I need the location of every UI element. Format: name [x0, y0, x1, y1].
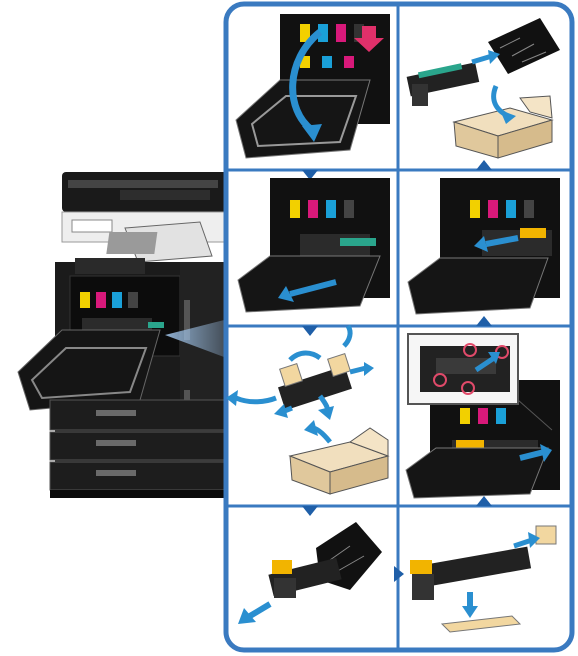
protective-cap — [535, 525, 557, 545]
black-toner — [128, 292, 138, 308]
panel-release-unit — [407, 178, 560, 315]
front-door-open — [17, 329, 161, 411]
flow-arrow-down — [302, 506, 318, 516]
touch-screen — [106, 232, 158, 254]
swing-arrow — [289, 29, 323, 133]
panel-unpack-unit — [226, 324, 390, 495]
press-arrow-icon — [354, 26, 384, 52]
panel-pull-out-unit — [237, 178, 390, 313]
imaging-unit — [418, 546, 532, 588]
flow-arrow-right — [394, 566, 404, 582]
panel-bag-and-box — [406, 18, 560, 159]
printer-illustration — [17, 172, 236, 498]
protective-sheet — [440, 615, 522, 633]
guide-pin-circle — [433, 373, 447, 387]
panel-remove-protective-parts — [410, 525, 557, 633]
flow-arrow-down — [302, 326, 318, 336]
magenta-toner — [96, 292, 106, 308]
new-imaging-unit — [278, 365, 352, 411]
panel-remove-from-bag — [238, 522, 382, 624]
paper-tray-1 — [49, 399, 236, 431]
flow-arrow-down — [302, 170, 318, 180]
yellow-toner — [80, 292, 90, 308]
guide-pin-circle — [461, 381, 475, 395]
paper-tray-3 — [49, 461, 236, 491]
cyan-toner — [112, 292, 122, 308]
paper-tray-2 — [49, 431, 236, 461]
yellow-handle — [520, 228, 546, 238]
panel-insert-unit — [405, 333, 560, 499]
flow-arrow-up — [476, 496, 492, 506]
panel-open-front-door — [235, 14, 390, 159]
flow-arrow-up — [476, 160, 492, 170]
guide-pin-circle — [463, 343, 477, 357]
callout-pointer — [165, 318, 232, 360]
black-bag — [488, 18, 560, 74]
flow-arrow-up — [476, 316, 492, 326]
